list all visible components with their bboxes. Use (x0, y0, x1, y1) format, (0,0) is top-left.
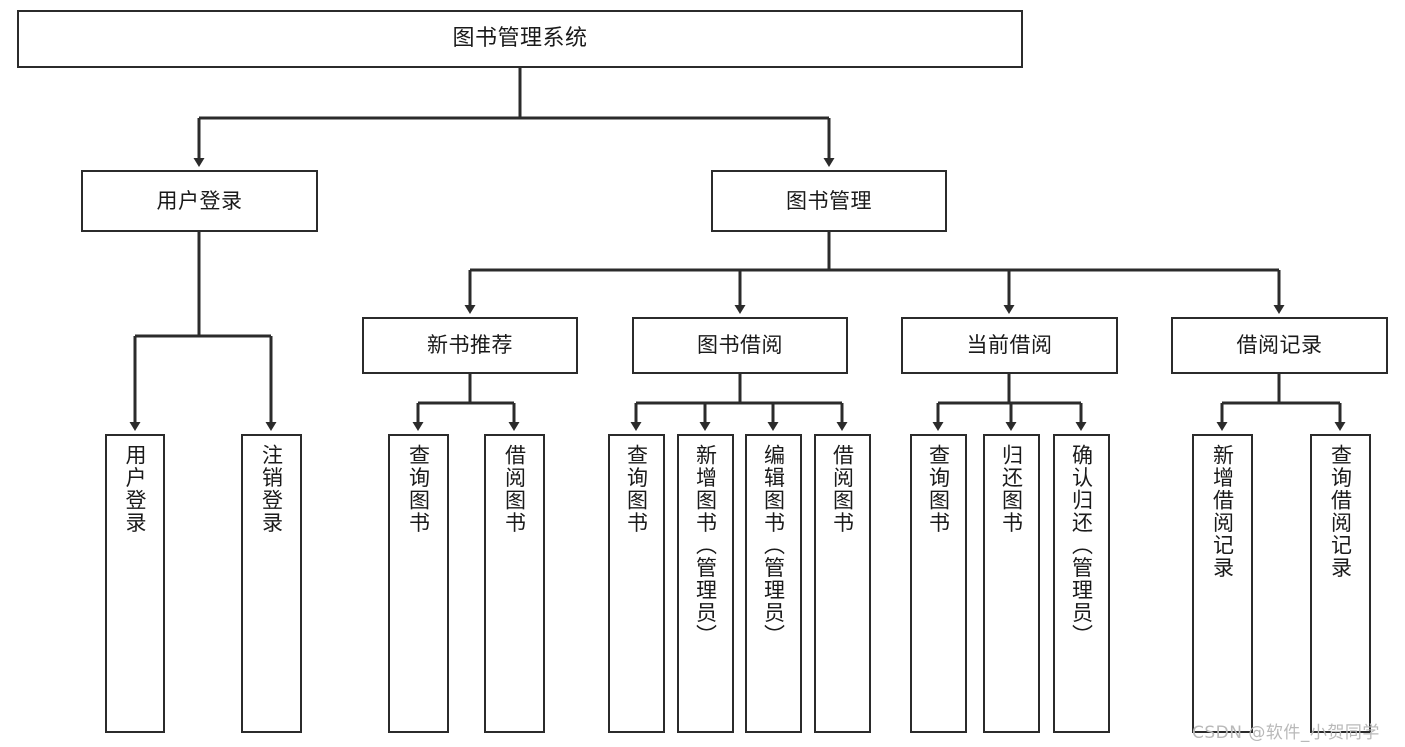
node-leaf-confirm-return-label: 确认归还（管理员） (1069, 444, 1094, 647)
node-leaf-confirm-return[interactable]: 确认归还（管理员） (1053, 434, 1110, 733)
node-leaf-borrow-book-2[interactable]: 借阅图书 (814, 434, 871, 733)
node-leaf-query-book-2-label: 查询图书 (624, 444, 649, 534)
node-book-manage[interactable]: 图书管理 (711, 170, 947, 232)
node-new-book-recommend-label: 新书推荐 (427, 333, 513, 358)
node-leaf-add-book[interactable]: 新增图书（管理员） (677, 434, 734, 733)
node-borrow-record[interactable]: 借阅记录 (1171, 317, 1388, 374)
node-current-borrow[interactable]: 当前借阅 (901, 317, 1118, 374)
node-borrow-record-label: 借阅记录 (1236, 333, 1323, 358)
node-leaf-query-book-1[interactable]: 查询图书 (388, 434, 449, 733)
node-book-manage-label: 图书管理 (786, 188, 872, 213)
node-leaf-user-login-label: 用户登录 (123, 444, 148, 534)
node-leaf-borrow-book-1[interactable]: 借阅图书 (484, 434, 545, 733)
node-leaf-query-book-3-label: 查询图书 (926, 444, 951, 534)
node-leaf-add-record[interactable]: 新增借阅记录 (1192, 434, 1253, 733)
node-leaf-query-book-3[interactable]: 查询图书 (910, 434, 967, 733)
node-user-login-label: 用户登录 (156, 188, 243, 213)
node-leaf-user-login[interactable]: 用户登录 (105, 434, 165, 733)
node-leaf-borrow-book-2-label: 借阅图书 (830, 444, 855, 534)
node-leaf-return-book[interactable]: 归还图书 (983, 434, 1040, 733)
node-leaf-edit-book[interactable]: 编辑图书（管理员） (745, 434, 802, 733)
node-new-book-recommend[interactable]: 新书推荐 (362, 317, 578, 374)
node-leaf-add-record-label: 新增借阅记录 (1210, 444, 1235, 579)
node-book-borrow[interactable]: 图书借阅 (632, 317, 848, 374)
csdn-watermark: CSDN @软件_小贺同学 (1192, 723, 1380, 743)
node-leaf-edit-book-label: 编辑图书（管理员） (761, 444, 786, 647)
node-current-borrow-label: 当前借阅 (966, 333, 1053, 358)
node-book-borrow-label: 图书借阅 (697, 333, 783, 358)
node-leaf-query-book-1-label: 查询图书 (406, 444, 431, 534)
node-leaf-add-book-label: 新增图书（管理员） (693, 444, 718, 647)
node-leaf-query-record-label: 查询借阅记录 (1328, 444, 1353, 579)
node-leaf-borrow-book-1-label: 借阅图书 (502, 444, 527, 534)
node-leaf-query-book-2[interactable]: 查询图书 (608, 434, 665, 733)
node-leaf-logout[interactable]: 注销登录 (241, 434, 302, 733)
node-root-label: 图书管理系统 (452, 26, 588, 52)
node-leaf-return-book-label: 归还图书 (999, 444, 1024, 534)
node-root[interactable]: 图书管理系统 (17, 10, 1023, 68)
node-leaf-logout-label: 注销登录 (259, 444, 284, 534)
node-leaf-query-record[interactable]: 查询借阅记录 (1310, 434, 1371, 733)
node-user-login[interactable]: 用户登录 (81, 170, 318, 232)
